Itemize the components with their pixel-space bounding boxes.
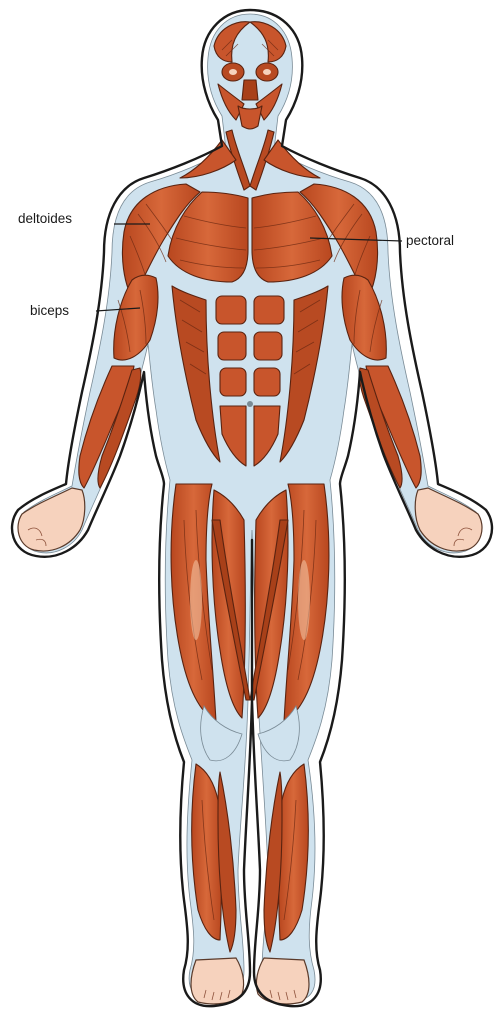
- label-deltoides: deltoides: [18, 211, 72, 226]
- lower-leg-muscles: [192, 764, 309, 952]
- body-silhouette: [19, 14, 482, 1000]
- label-pectoral: pectoral: [406, 233, 454, 248]
- label-biceps: biceps: [30, 303, 69, 318]
